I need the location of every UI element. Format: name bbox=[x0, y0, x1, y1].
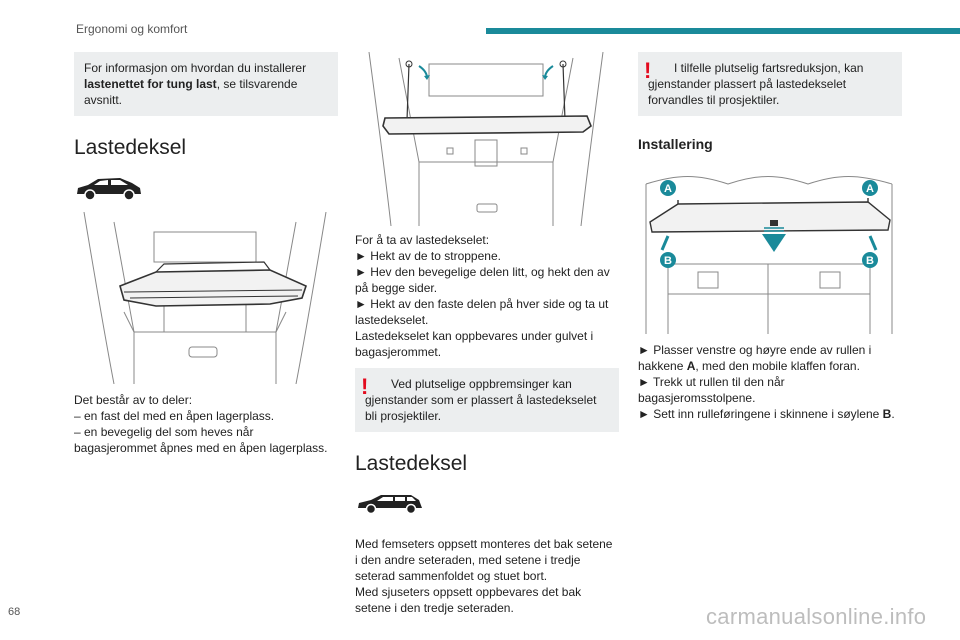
info-text-suffix: , se tilsvarende avsnitt. bbox=[84, 77, 298, 107]
instruction-step-cont: lastedekselet. bbox=[355, 313, 429, 327]
instruction-step: ► Hekt av de to stroppene. bbox=[355, 249, 501, 263]
text-line: bagasjerommet. bbox=[355, 345, 442, 359]
instruction-step: ► Hekt av den faste delen på hver side o… bbox=[355, 297, 609, 311]
label-b-left: B bbox=[664, 255, 672, 267]
warning-text: Ved plutselige oppbremsinger kan gjensta… bbox=[365, 377, 597, 423]
page-number: 68 bbox=[8, 606, 21, 618]
instruction-step: ► Sett inn rulleføringene i skinnene i s… bbox=[638, 406, 902, 422]
warning-box: ! I tilfelle plutselig fartsreduksjon, k… bbox=[638, 52, 902, 116]
label-a-left: A bbox=[664, 183, 672, 195]
info-box: For informasjon om hvordan du installere… bbox=[74, 52, 338, 116]
column-3: ! I tilfelle plutselig fartsreduksjon, k… bbox=[638, 52, 902, 422]
step-text: . bbox=[891, 407, 895, 421]
step-ref: B bbox=[882, 407, 892, 421]
seating-text: Med femseters oppsett monteres det bak s… bbox=[355, 536, 619, 616]
warning-icon: ! bbox=[644, 58, 652, 83]
info-link-text: lastenettet for tung last bbox=[84, 77, 217, 91]
instruction-step: ► Plasser venstre og høyre ende av rulle… bbox=[638, 342, 902, 374]
column-2: For å ta av lastedekselet: ► Hekt av de … bbox=[355, 52, 619, 616]
installation-steps: ► Plasser venstre og høyre ende av rulle… bbox=[638, 342, 902, 422]
instruction-step: ► Hev den bevegelige delen litt, og hekt… bbox=[355, 265, 610, 279]
instruction-step: ► Trekk ut rullen til den når bagasjerom… bbox=[638, 375, 785, 405]
mpv-silhouette-icon bbox=[358, 495, 422, 515]
text-line: Det består av to deler: bbox=[74, 393, 193, 407]
warning-box: ! Ved plutselige oppbremsinger kan gjens… bbox=[355, 368, 619, 432]
text-line: seterad sammenfoldet og stuet bort. bbox=[355, 569, 548, 583]
watermark: carmanualsonline.info bbox=[706, 604, 927, 629]
label-a-right: A bbox=[866, 183, 874, 195]
info-text: For informasjon om hvordan du installere… bbox=[84, 61, 307, 75]
text-line: Med sjuseters oppsett oppbevares det bak bbox=[355, 585, 582, 599]
text-line: Lastedekselet kan oppbevares under gulve… bbox=[355, 329, 594, 343]
label-b-right: B bbox=[866, 255, 874, 267]
step-text: ► Sett inn rulleføringene i skinnene i s… bbox=[638, 407, 883, 421]
text-line: For å ta av lastedekselet: bbox=[355, 233, 490, 247]
text-line: bagasjerommet åpnes med en åpen lagerpla… bbox=[74, 441, 328, 455]
text-line: – en bevegelig del som heves når bbox=[74, 425, 254, 439]
warning-text: I tilfelle plutselig fartsreduksjon, kan… bbox=[648, 61, 864, 107]
text-line: Med femseters oppsett monteres det bak s… bbox=[355, 537, 613, 551]
text-line: i den andre seteraden, med setene i tred… bbox=[355, 553, 581, 567]
section-title: Ergonomi og komfort bbox=[76, 22, 188, 36]
column-1: For informasjon om hvordan du installere… bbox=[74, 52, 338, 456]
trunk-cargo-cover-illustration bbox=[83, 212, 327, 384]
description-text: Det består av to deler: – en fast del me… bbox=[74, 392, 338, 456]
warning-icon: ! bbox=[361, 374, 369, 399]
text-line: setene i den tredje seteraden. bbox=[355, 601, 514, 615]
step-ref: A bbox=[686, 359, 696, 373]
header-accent-bar bbox=[486, 28, 960, 34]
roller-blind-installation-illustration: A A B B bbox=[645, 176, 893, 334]
step-text: , med den mobile klaffen foran. bbox=[695, 359, 860, 373]
removal-instructions: For å ta av lastedekselet: ► Hekt av de … bbox=[355, 232, 619, 360]
suv-silhouette-icon bbox=[77, 178, 141, 201]
text-line: – en fast del med en åpen lagerplass. bbox=[74, 409, 275, 423]
section-heading: Lastedeksel bbox=[74, 136, 187, 159]
instruction-step-cont: på begge sider. bbox=[355, 281, 438, 295]
section-heading: Lastedeksel bbox=[355, 452, 468, 475]
step-text: ► Plasser venstre og høyre ende av rulle… bbox=[638, 343, 872, 373]
subsection-heading: Installering bbox=[638, 136, 713, 152]
cargo-cover-straps-illustration bbox=[368, 52, 604, 226]
